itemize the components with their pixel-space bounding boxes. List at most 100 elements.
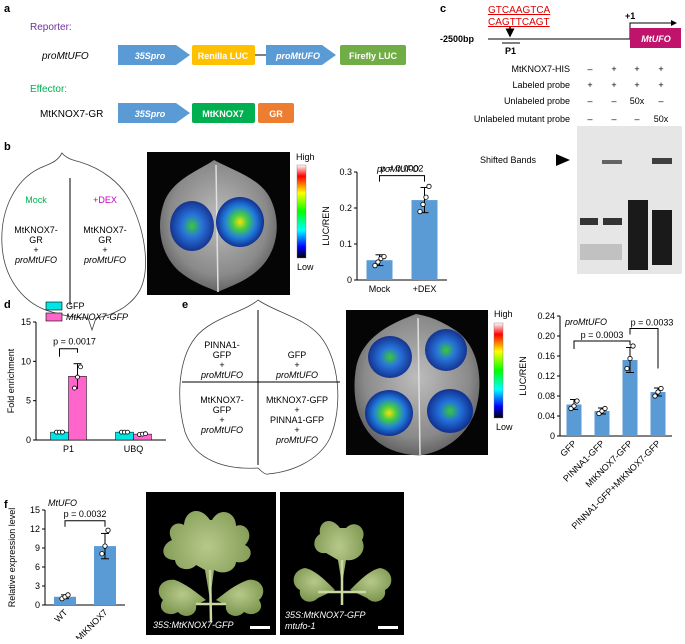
y-axis-label: LUC/REN xyxy=(518,356,528,396)
compound-leaf-g xyxy=(158,510,264,623)
mock-construct-line1: MtKNOX7- xyxy=(14,225,58,235)
quadrant-br-line2: + xyxy=(294,405,299,415)
firefly-luc-label: Firefly LUC xyxy=(349,51,398,61)
renilla-luc-block xyxy=(192,45,255,65)
dex-label: +DEX xyxy=(93,195,117,205)
signal-spot-br xyxy=(427,389,473,433)
x-tick-label: Mock xyxy=(369,284,391,294)
mtufo-gene-label: MtUFO xyxy=(641,34,671,44)
p-value-label: p = 0.0032 xyxy=(64,509,107,519)
tss-label: +1 xyxy=(625,11,635,21)
emsa-row-label: Unlabeled probe xyxy=(504,96,570,106)
y-tick-label: 0.16 xyxy=(537,351,555,361)
shifted-band-lane4 xyxy=(652,158,672,164)
colorbar-e xyxy=(493,322,504,419)
data-point xyxy=(652,393,658,399)
panel-letter-c: c xyxy=(440,3,446,15)
quadrant-tl-line2: GFP xyxy=(213,350,232,360)
y-tick-label: 15 xyxy=(21,317,31,327)
y-tick-label: 0.08 xyxy=(537,391,555,401)
data-point xyxy=(630,343,636,349)
y-tick-label: 9 xyxy=(35,543,40,553)
y-tick-label: 0 xyxy=(550,431,555,441)
gr-block xyxy=(258,103,294,123)
panel-g: g 35S:MtKNOX7-GFP xyxy=(146,492,276,635)
mtknox7-block xyxy=(192,103,255,123)
emsa-row-value: + xyxy=(587,80,592,90)
emsa-condition-table: MtKNOX7-HIS–+++Labeled probe++++Unlabele… xyxy=(474,64,669,124)
panel-b: b Mock +DEX MtKNOX7- GR + proMtUFO MtKNO… xyxy=(1,141,447,332)
emsa-row-value: – xyxy=(587,96,592,106)
gr-label: GR xyxy=(269,109,283,119)
quadrant-tl-line4: proMtUFO xyxy=(200,370,243,380)
renilla-luc-label: Renilla LUC xyxy=(198,51,249,61)
signal-spot-tl xyxy=(368,336,412,378)
significance-bracket xyxy=(629,328,659,369)
y-tick-label: 0.04 xyxy=(537,411,555,421)
p-value-label: p = 0.0002 xyxy=(381,164,424,174)
y-tick-label: 0.20 xyxy=(537,331,555,341)
caption-g: 35S:MtKNOX7-GFP xyxy=(153,620,234,630)
dex-construct-line2: GR xyxy=(98,235,112,245)
start-coordinate: -2500bp xyxy=(440,34,475,44)
colorbar-high-b: High xyxy=(296,152,315,162)
emsa-row-value: + xyxy=(611,64,616,74)
data-point xyxy=(65,592,71,598)
panel-letter-e: e xyxy=(182,299,188,311)
data-point xyxy=(75,374,80,380)
firefly-luc-block xyxy=(340,45,406,65)
data-point xyxy=(571,403,577,409)
chart-title: proMtUFO xyxy=(376,164,419,174)
y-tick-label: 12 xyxy=(30,524,40,534)
panel-letter-f: f xyxy=(4,499,8,511)
y-tick-label: 0.12 xyxy=(537,371,555,381)
quadrant-bl-line1: MtKNOX7- xyxy=(200,395,244,405)
effector-label: Effector: xyxy=(30,84,67,95)
chart-title: proMtUFO xyxy=(564,317,607,327)
y-tick-label: 10 xyxy=(21,356,31,366)
effector-35s-promoter xyxy=(118,103,190,123)
free-probe-lane2 xyxy=(603,218,622,225)
mock-construct-line4: proMtUFO xyxy=(14,255,57,265)
data-point xyxy=(78,364,83,370)
shifted-band-pointer xyxy=(556,154,570,166)
reporter-35s-promoter xyxy=(118,45,190,65)
y-tick-label: 5 xyxy=(26,396,31,406)
bar xyxy=(54,596,76,605)
panel-e: e PINNA1- GFP + proMtUFO GFP + proMtUFO … xyxy=(179,299,673,531)
panel-h: h 35S:MtKNOX7-GFP mtufo-1 xyxy=(280,492,404,635)
mock-label: Mock xyxy=(25,195,47,205)
y-tick-label: 0 xyxy=(35,600,40,610)
caption-h-line1: 35S:MtKNOX7-GFP xyxy=(285,610,366,620)
emsa-row-value: – xyxy=(587,114,592,124)
reporter-label: Reporter: xyxy=(30,22,72,33)
dex-signal-spot xyxy=(216,197,264,247)
panel-letter-d: d xyxy=(4,299,11,311)
signal-spot-tr xyxy=(425,329,467,371)
panel-a: a Reporter: Effector: proMtUFO MtKNOX7-G… xyxy=(4,3,406,123)
y-tick-label: 0.2 xyxy=(339,203,352,213)
data-point xyxy=(417,209,423,215)
data-point xyxy=(627,355,633,362)
quadrant-br-line3: PINNA1-GFP xyxy=(270,415,324,425)
quadrant-bl-line4: proMtUFO xyxy=(200,425,243,435)
legend-label: GFP xyxy=(66,301,85,311)
p1-label: P1 xyxy=(505,46,516,56)
p-value-label: p = 0.0017 xyxy=(53,337,96,347)
y-tick-label: 0.24 xyxy=(537,311,555,321)
significance-bracket xyxy=(59,348,78,357)
quadrant-tr-line3: proMtUFO xyxy=(275,370,318,380)
effector-35s-label: 35Spro xyxy=(135,109,166,119)
data-point xyxy=(381,254,387,260)
data-point xyxy=(655,389,661,395)
y-tick-label: 0 xyxy=(347,275,352,285)
data-point xyxy=(372,262,378,269)
reporter-name: proMtUFO xyxy=(41,51,89,62)
data-point xyxy=(624,365,630,372)
mtufo-gene-box xyxy=(630,28,681,48)
bar xyxy=(94,546,116,605)
y-tick-label: 6 xyxy=(35,562,40,572)
colorbar-b xyxy=(296,164,307,259)
